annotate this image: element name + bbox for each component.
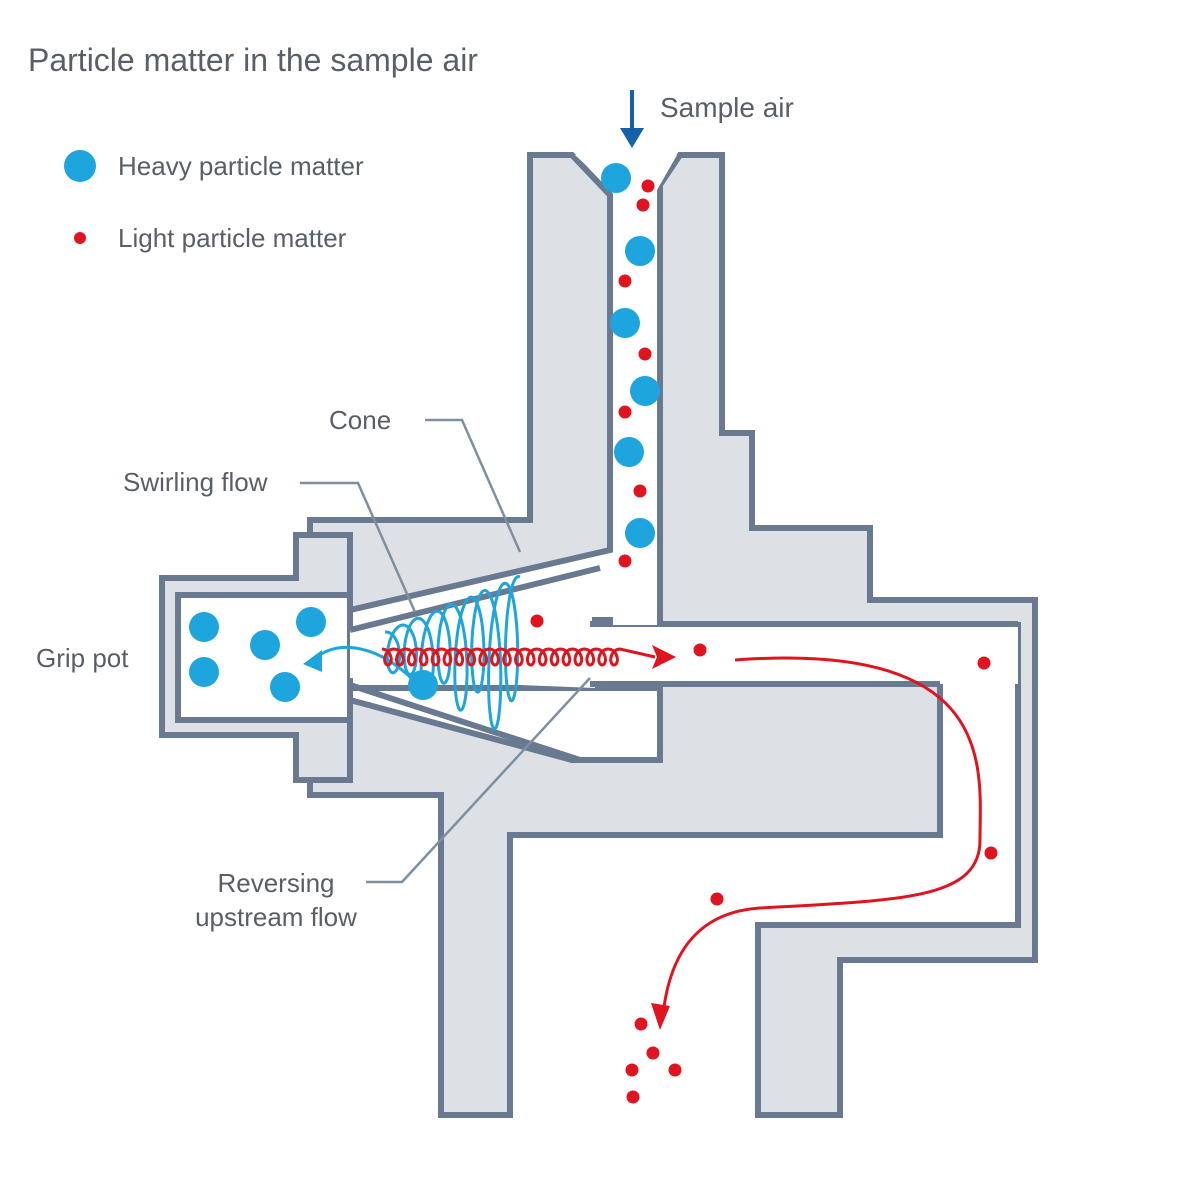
reversing-upstream-flow-label: Reversing upstream flow <box>188 866 364 934</box>
legend-light: Light particle matter <box>64 218 346 258</box>
heavy-particle <box>630 376 660 406</box>
inlet-right-wall <box>592 152 1038 1118</box>
heavy-particle <box>270 672 300 702</box>
light-particle <box>668 1063 682 1077</box>
light-particle <box>625 1063 639 1077</box>
heavy-particle <box>601 163 631 193</box>
light-particle <box>626 1090 640 1104</box>
cone-label: Cone <box>329 405 392 435</box>
sample-air-label: Sample air <box>660 92 794 123</box>
light-particle <box>646 1046 660 1060</box>
heavy-return-arrowhead <box>303 650 322 672</box>
heavy-particle <box>625 518 655 548</box>
heavy-particle <box>189 657 219 687</box>
light-particle-exit-path <box>661 656 982 1016</box>
exit-flow-arrowhead <box>651 1003 670 1030</box>
heavy-particle <box>408 670 438 700</box>
heavy-particle <box>296 607 326 637</box>
light-particle <box>618 554 632 568</box>
heavy-particle <box>250 630 280 660</box>
light-particle <box>641 179 655 193</box>
light-particle-legend-dot <box>74 232 86 244</box>
heavy-particle <box>625 236 655 266</box>
diagram-title: Particle matter in the sample air <box>28 42 478 78</box>
legend-light-label: Light particle matter <box>118 222 347 253</box>
inlet-left-wall <box>307 152 613 614</box>
reversing-label-line2: upstream flow <box>195 902 357 932</box>
particles <box>189 163 998 1104</box>
outlet-tube <box>590 624 1018 684</box>
heavy-particle <box>614 437 644 467</box>
light-particle <box>636 198 650 212</box>
cone-lower-edge <box>349 682 581 763</box>
swirling-flow-leader-line <box>300 481 417 613</box>
leader-lines <box>300 418 591 884</box>
grip-pot-label: Grip pot <box>36 643 129 673</box>
reversing-upstream-flow-path <box>381 647 656 667</box>
upstream-flow-arrowhead <box>652 645 676 669</box>
light-particle <box>638 347 652 361</box>
reversing-flow-leader-line <box>366 677 591 884</box>
light-particle <box>618 274 632 288</box>
sample-air-arrowhead <box>620 128 644 148</box>
light-particle <box>634 1017 648 1031</box>
light-particle <box>693 643 707 657</box>
light-particle <box>977 656 991 670</box>
legend-heavy: Heavy particle matter <box>64 146 364 186</box>
legend-heavy-label: Heavy particle matter <box>118 150 364 181</box>
light-particle <box>984 846 998 860</box>
light-particle <box>710 892 724 906</box>
light-particle <box>633 484 647 498</box>
reversing-label-line1: Reversing <box>217 868 335 898</box>
heavy-particle <box>610 308 640 338</box>
heavy-particle <box>189 612 219 642</box>
light-particle <box>618 405 632 419</box>
light-particle <box>530 614 544 628</box>
cone-leader-line <box>425 418 522 553</box>
swirling-flow-label: Swirling flow <box>123 467 268 497</box>
heavy-particle-legend-dot <box>64 150 96 182</box>
